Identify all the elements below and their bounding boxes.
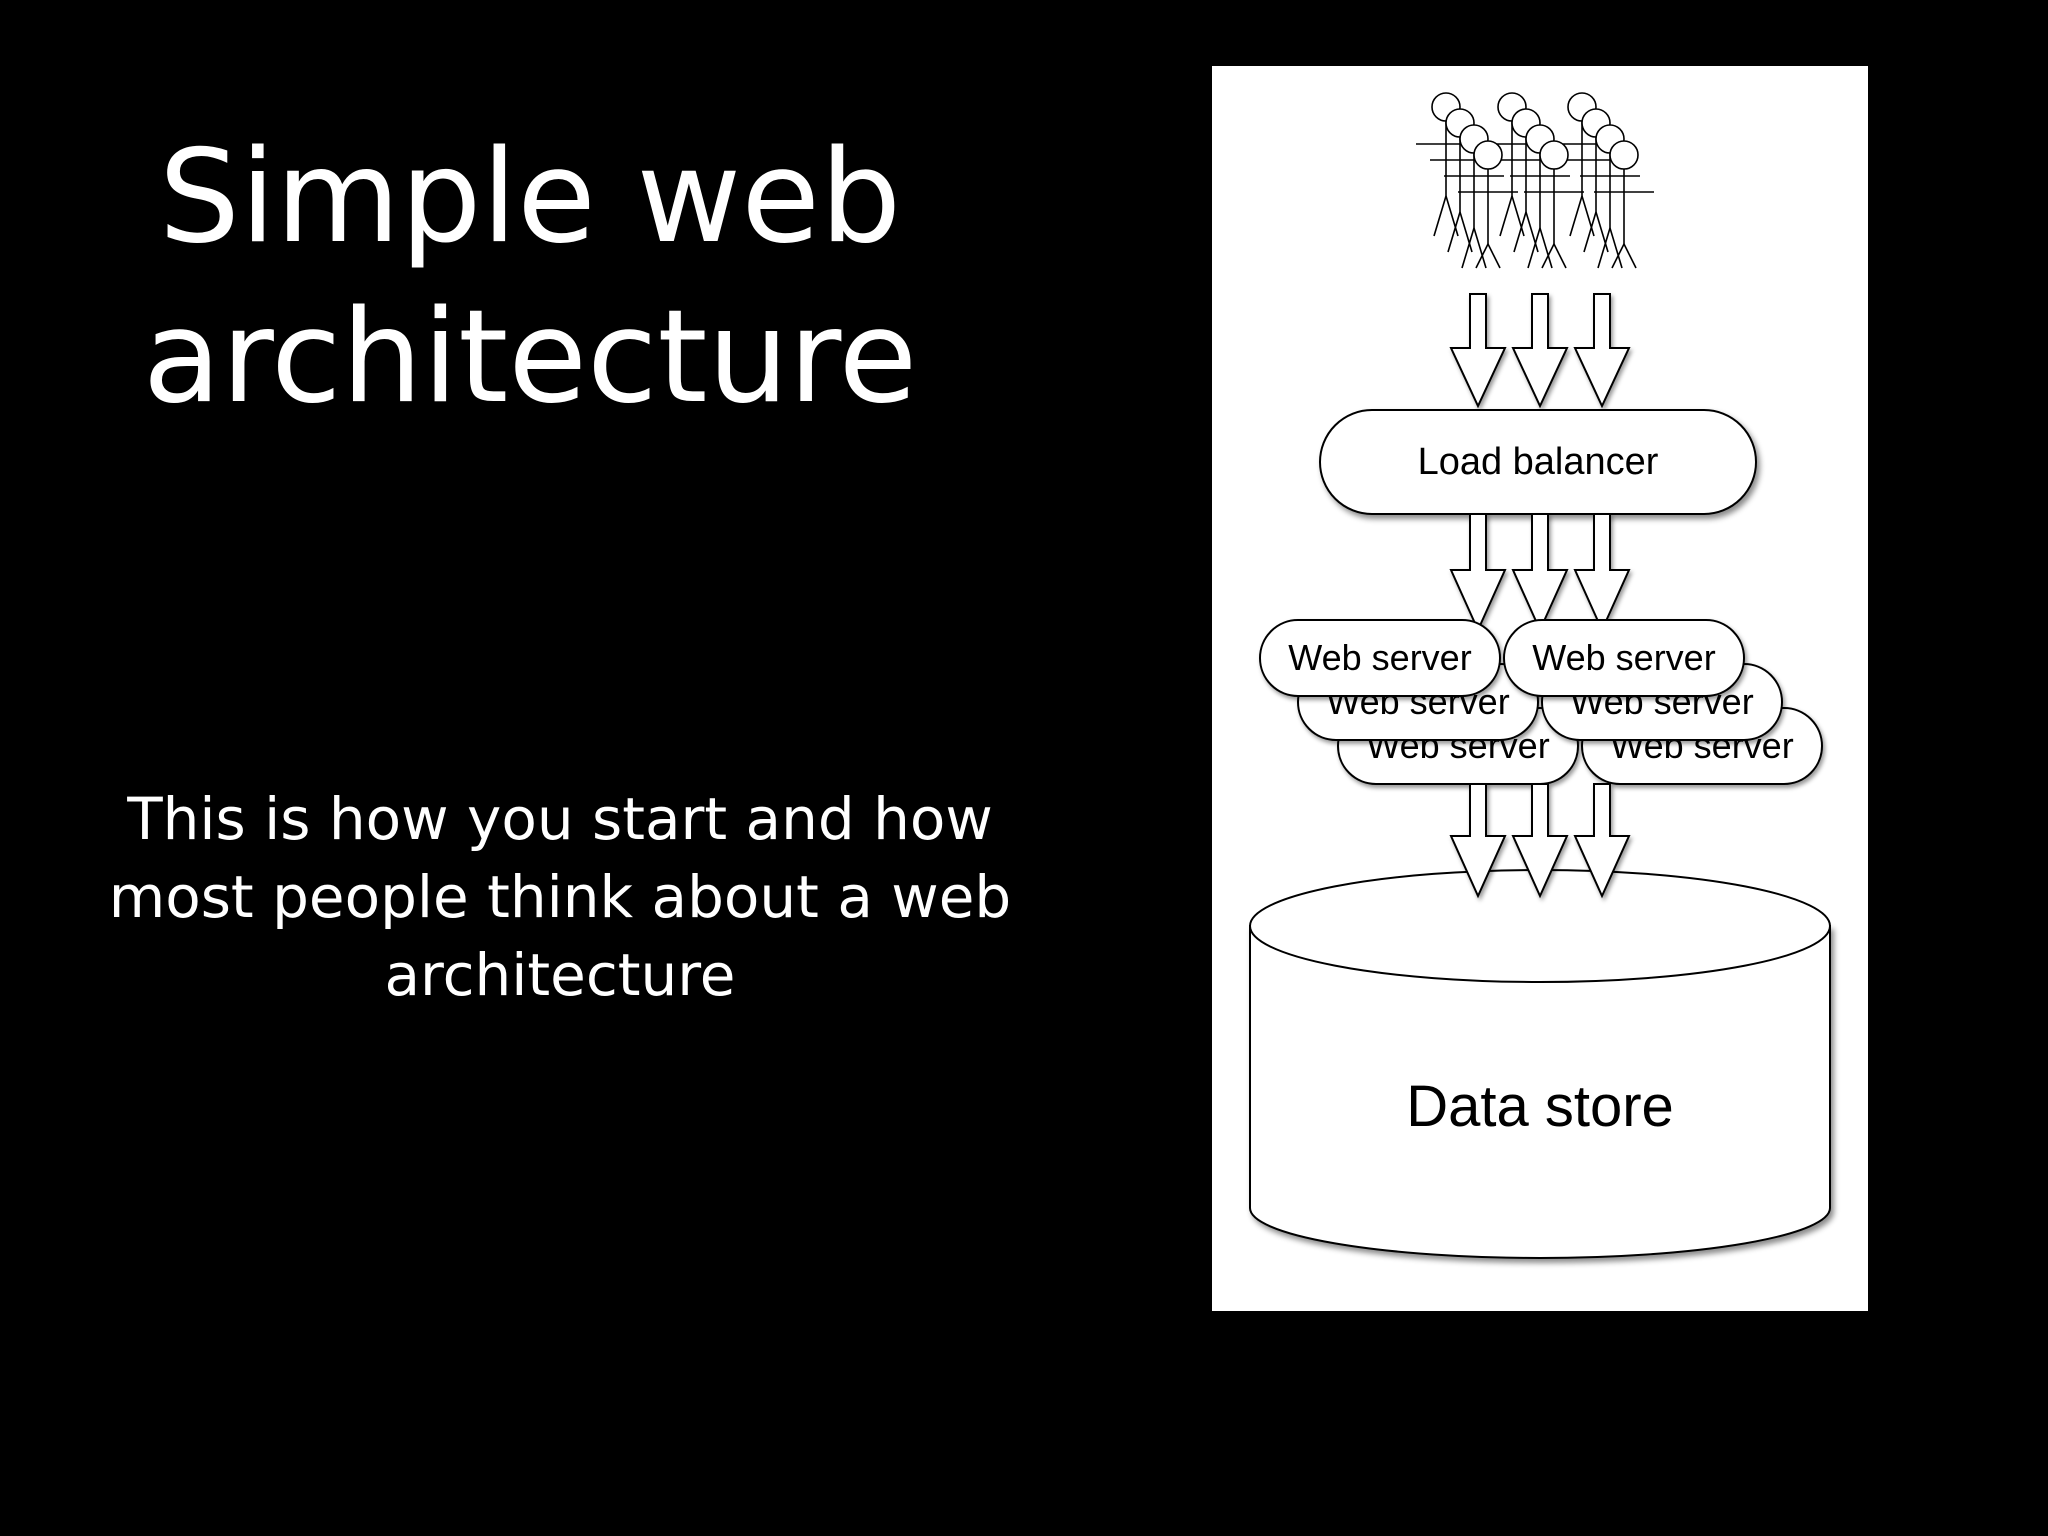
user-figure-icon [1416, 92, 1476, 237]
down-arrow-icon [1449, 513, 1507, 633]
web-server-label: Web server [1532, 637, 1715, 678]
user-figure-icon [1458, 140, 1518, 269]
down-arrow-icon [1449, 783, 1507, 899]
down-arrow-icon [1511, 513, 1569, 633]
web-server-node: Web server [1503, 619, 1745, 697]
web-server-cluster: Web server Web server Web server Web ser… [1259, 619, 1823, 785]
down-arrow-icon [1449, 293, 1507, 409]
web-server-node: Web server [1259, 619, 1501, 697]
web-server-label: Web server [1288, 637, 1471, 678]
down-arrow-icon [1573, 293, 1631, 409]
arrows-web-servers-to-data-store [1449, 783, 1631, 899]
users-crowd-icon [1416, 92, 1654, 269]
slide-title: Simple web architecture [60, 118, 1000, 438]
user-figure-icon [1524, 140, 1584, 269]
down-arrow-icon [1511, 293, 1569, 409]
architecture-diagram: Load balancer Web server Web server [1212, 66, 1868, 1311]
architecture-diagram-svg: Load balancer Web server Web server [1249, 92, 1831, 1259]
user-figure-icon [1430, 108, 1490, 253]
slide-subtitle-line-1: This is how you start and how [127, 785, 993, 853]
slide-title-line-1: Simple web [158, 123, 902, 272]
user-figure-icon [1594, 140, 1654, 269]
down-arrow-icon [1511, 783, 1569, 899]
slide-subtitle-line-3: architecture [384, 941, 736, 1009]
data-store-node: Data store [1249, 869, 1831, 1259]
slide-subtitle-line-2: most people think about a web [108, 863, 1012, 931]
arrows-users-to-load-balancer [1449, 293, 1631, 409]
slide-title-line-2: architecture [142, 283, 918, 432]
load-balancer-node: Load balancer [1319, 409, 1757, 515]
down-arrow-icon [1573, 783, 1631, 899]
arrows-load-balancer-to-web-servers [1449, 513, 1631, 633]
load-balancer-label: Load balancer [1418, 441, 1659, 483]
data-store-label: Data store [1406, 1074, 1674, 1139]
slide-subtitle: This is how you start and how most peopl… [60, 780, 1060, 1014]
down-arrow-icon [1573, 513, 1631, 633]
